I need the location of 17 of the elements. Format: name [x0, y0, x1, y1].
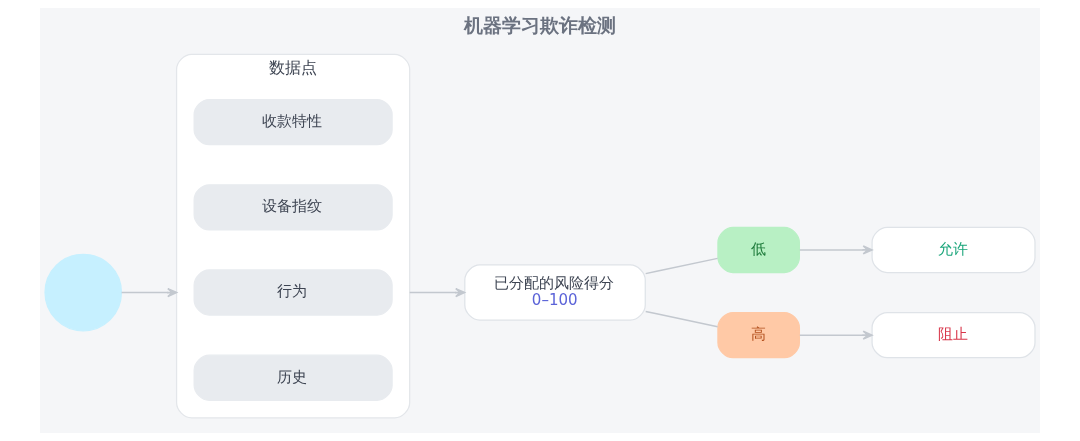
connector	[644, 257, 719, 275]
node-box: 已分配的风险得分 0–100	[464, 264, 646, 321]
node-box: 设备指纹	[193, 184, 393, 231]
arrow	[120, 287, 178, 298]
arrow	[408, 287, 466, 298]
arrow	[799, 330, 873, 340]
node-box: 高	[717, 312, 801, 359]
connector	[644, 310, 719, 328]
node-box: 收款特性	[193, 98, 393, 146]
diagram-title: 机器学习欺诈检测	[464, 14, 617, 36]
node-circle	[44, 253, 123, 332]
node-box: 阻止	[871, 312, 1036, 359]
node-box: 行为	[193, 269, 393, 316]
node-box: 低	[717, 226, 801, 274]
node-box: 允许	[871, 226, 1036, 274]
arrow	[799, 245, 873, 255]
node-box: 历史	[193, 354, 393, 401]
